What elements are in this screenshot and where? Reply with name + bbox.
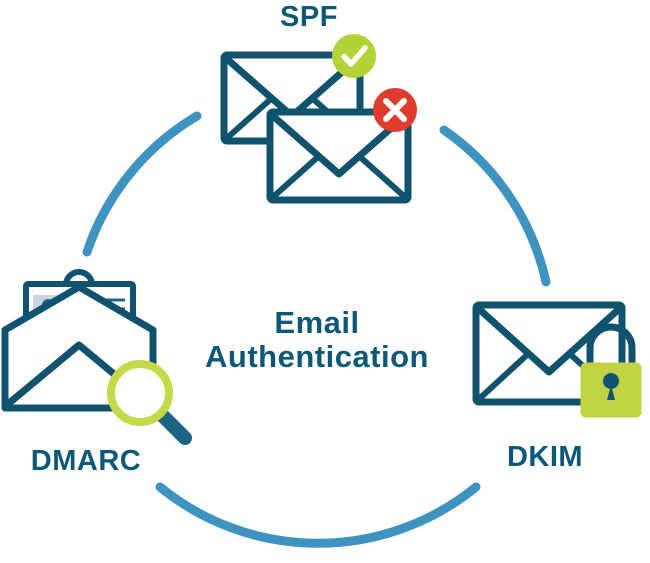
spf-fail-badge	[373, 88, 417, 132]
padlock-shackle	[586, 323, 636, 370]
node-dkim[interactable]: DKIM	[472, 301, 642, 473]
arc-bottom	[155, 482, 481, 548]
node-label-dkim: DKIM	[507, 441, 583, 473]
padlock-keyhole-stem	[607, 385, 615, 400]
spf-envelope-front	[266, 108, 412, 204]
node-label-dmarc: DMARC	[31, 445, 141, 477]
spf-pass-badge	[332, 34, 376, 78]
envelope-fold-right	[356, 153, 408, 200]
node-spf[interactable]: SPF	[220, 1, 417, 204]
node-label-spf: SPF	[280, 1, 338, 33]
center-label-line1: Email	[274, 305, 359, 340]
clipboard-clip	[63, 269, 95, 286]
envelope-fold-left	[270, 153, 322, 200]
envelope-flap	[270, 113, 408, 178]
arc-top-left	[82, 111, 202, 257]
center-label-line2: Authentication	[205, 339, 429, 374]
node-dmarc[interactable]: DMARC	[1, 269, 192, 477]
cycle-arcs	[82, 111, 551, 548]
x-mark-glyph	[383, 98, 407, 122]
padlock-keyhole	[603, 373, 619, 389]
check-circle-icon	[332, 34, 376, 78]
magnifying-glass-icon	[107, 360, 173, 426]
dmarc-magnifier	[107, 360, 192, 445]
arc-top-right	[439, 125, 551, 287]
envelope-body	[266, 108, 412, 204]
check-mark-glyph	[341, 45, 368, 67]
center-label: Email Authentication	[205, 305, 429, 374]
envelope-fold-left	[224, 95, 275, 141]
envelope-fold-left	[476, 351, 531, 402]
dkim-padlock	[580, 323, 642, 418]
